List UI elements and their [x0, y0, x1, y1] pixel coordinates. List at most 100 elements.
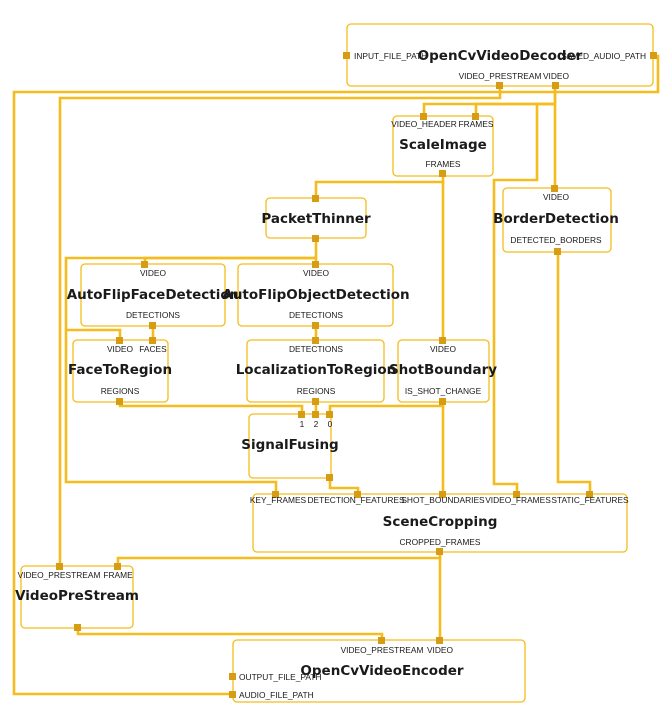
node-video-prestream[interactable]: VIDEO_PRESTREAM FRAME VideoPreStream	[15, 563, 139, 631]
node-title-signal-fusing: SignalFusing	[241, 437, 338, 453]
port-label-scale-frames-out: FRAMES	[426, 159, 461, 169]
node-encoder[interactable]: VIDEO_PRESTREAM VIDEO OpenCvVideoEncoder…	[229, 637, 526, 703]
port-label-shot-boundaries: SHOT_BOUNDARIES	[401, 495, 485, 505]
port-fusing-1	[298, 411, 305, 418]
node-border-detection[interactable]: VIDEO BorderDetection DETECTED_BORDERS	[493, 185, 619, 255]
port-object-detections	[312, 322, 319, 329]
port-face-video	[141, 261, 148, 268]
port-label-cropped-frames: CROPPED_FRAMES	[400, 537, 481, 547]
port-thinner-in	[312, 195, 319, 202]
port-label-object-video: VIDEO	[303, 268, 330, 278]
port-shot-video	[439, 337, 446, 344]
port-encoder-video-prestream	[378, 637, 385, 644]
port-label-scale-video-header: VIDEO_HEADER	[391, 119, 457, 129]
edge-f2r-to-fusing	[118, 402, 304, 414]
port-label-decoder-video-prestream: VIDEO_PRESTREAM	[459, 71, 542, 81]
edge-fusing-to-scene	[328, 478, 360, 494]
port-label-f2r-faces: FACES	[139, 344, 167, 354]
edge-thinner-to-face-object	[143, 238, 318, 264]
node-signal-fusing[interactable]: 1 2 0 SignalFusing	[241, 411, 339, 481]
node-face-detection[interactable]: VIDEO AutoFlipFaceDetection DETECTIONS	[67, 261, 240, 329]
port-scale-frames-out	[439, 170, 446, 177]
port-label-fusing-0: 0	[328, 419, 333, 429]
port-label-static-features: STATIC_FEATURES	[551, 495, 629, 505]
node-title-packet-thinner: PacketThinner	[261, 211, 371, 227]
port-label-encoder-video: VIDEO	[427, 645, 454, 655]
port-label-is-shot-change: IS_SHOT_CHANGE	[405, 386, 482, 396]
port-label-detection-features: DETECTION_FEATURES	[307, 495, 405, 505]
node-scene-cropping[interactable]: KEY_FRAMES DETECTION_FEATURES SHOT_BOUND…	[250, 491, 629, 555]
node-shot-boundary[interactable]: VIDEO ShotBoundary IS_SHOT_CHANGE	[389, 337, 497, 405]
node-title-scene-cropping: SceneCropping	[383, 514, 498, 530]
port-object-video	[312, 261, 319, 268]
edge-scene-to-prestream-frame	[116, 552, 442, 568]
port-f2r-faces	[149, 337, 156, 344]
node-localization-to-region[interactable]: DETECTIONS LocalizationToRegion REGIONS	[236, 337, 397, 405]
port-label-shot-video: VIDEO	[430, 344, 457, 354]
port-label-object-detections: DETECTIONS	[289, 310, 343, 320]
port-label-fusing-2: 2	[314, 419, 319, 429]
node-title-localization-to-region: LocalizationToRegion	[236, 362, 397, 378]
port-output-file-path	[229, 673, 236, 680]
port-label-face-video: VIDEO	[140, 268, 167, 278]
port-f2r-video	[116, 337, 123, 344]
port-label-audio-file-path: AUDIO_FILE_PATH	[239, 690, 314, 700]
port-scene-detection-features	[354, 491, 361, 498]
port-scene-video-frames	[513, 491, 520, 498]
node-scale-image[interactable]: VIDEO_HEADER FRAMES ScaleImage FRAMES	[391, 113, 494, 177]
port-l2r-detections	[312, 337, 319, 344]
port-label-face-detections: DETECTIONS	[126, 310, 180, 320]
port-input-file-path	[343, 52, 350, 59]
port-f2r-regions	[116, 398, 123, 405]
port-label-output-file-path: OUTPUT_FILE_PATH	[239, 672, 322, 682]
port-scene-key-frames	[272, 491, 279, 498]
port-face-detections	[149, 322, 156, 329]
node-decoder[interactable]: INPUT_FILE_PATH OpenCvVideoDecoder SAVED…	[343, 23, 657, 89]
port-label-f2r-video: VIDEO	[107, 344, 134, 354]
node-title-decoder: OpenCvVideoDecoder	[418, 48, 583, 64]
port-label-encoder-video-prestream: VIDEO_PRESTREAM	[341, 645, 424, 655]
edge-border-to-scene	[556, 252, 592, 494]
port-cropped-frames	[436, 548, 443, 555]
port-scale-frames-in	[472, 113, 479, 120]
port-label-fusing-1: 1	[300, 419, 305, 429]
port-audio-file-path	[229, 691, 236, 698]
port-label-key-frames: KEY_FRAMES	[250, 495, 307, 505]
port-label-prestream-video-prestream: VIDEO_PRESTREAM	[18, 570, 101, 580]
node-object-detection[interactable]: VIDEO AutoFlipObjectDetection DETECTIONS	[222, 261, 410, 329]
port-l2r-regions	[312, 398, 319, 405]
node-title-shot-boundary: ShotBoundary	[389, 362, 497, 378]
node-title-video-prestream: VideoPreStream	[15, 588, 139, 604]
node-title-encoder: OpenCvVideoEncoder	[300, 663, 463, 679]
node-packet-thinner[interactable]: PacketThinner	[261, 195, 371, 242]
port-label-prestream-frame: FRAME	[103, 570, 133, 580]
node-title-object-detection: AutoFlipObjectDetection	[222, 287, 409, 303]
port-label-decoder-video: VIDEO	[543, 71, 570, 81]
port-prestream-out	[74, 624, 81, 631]
edge-thinner-to-keyframes	[64, 256, 316, 494]
port-label-scale-frames-in: FRAMES	[459, 119, 494, 129]
port-label-video-frames: VIDEO_FRAMES	[485, 495, 551, 505]
edge-shot-to-fusing	[328, 402, 445, 414]
edge-prestream-to-encoder	[76, 628, 384, 640]
node-title-scale-image: ScaleImage	[399, 137, 487, 153]
node-face-to-region[interactable]: VIDEO FACES FaceToRegion REGIONS	[68, 337, 172, 405]
port-label-detected-borders: DETECTED_BORDERS	[510, 235, 602, 245]
port-border-video	[551, 185, 558, 192]
port-fusing-2	[312, 411, 319, 418]
node-title-face-detection: AutoFlipFaceDetection	[67, 287, 240, 303]
edge-thinner-to-f2r-video	[66, 328, 122, 340]
port-prestream-video-prestream	[56, 563, 63, 570]
port-label-saved-audio-path: SAVED_AUDIO_PATH	[561, 51, 646, 61]
node-title-border-detection: BorderDetection	[493, 211, 619, 227]
port-label-border-video: VIDEO	[543, 192, 570, 202]
port-fusing-0	[326, 411, 333, 418]
port-scene-shot-boundaries	[439, 491, 446, 498]
port-scene-static-features	[586, 491, 593, 498]
port-decoder-video	[552, 82, 559, 89]
port-decoder-video-prestream	[496, 82, 503, 89]
port-encoder-video	[436, 637, 443, 644]
node-title-face-to-region: FaceToRegion	[68, 362, 172, 378]
edge-decoder-video-to-videoframes	[492, 102, 555, 494]
